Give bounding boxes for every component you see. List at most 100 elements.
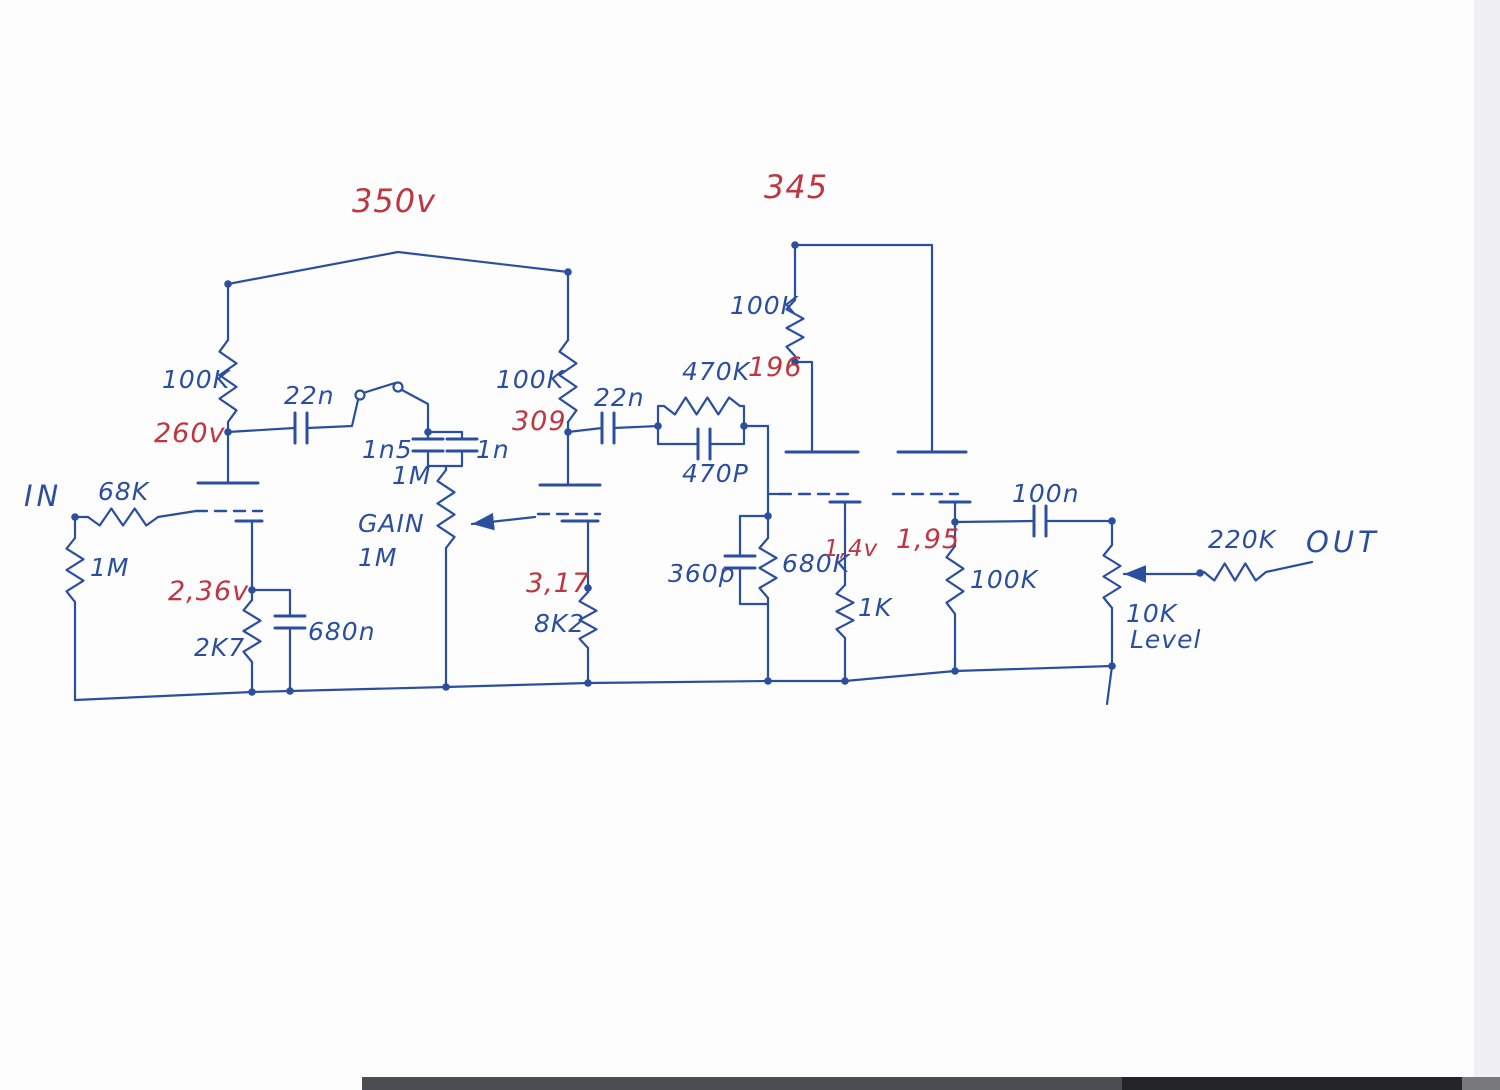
junction-dot bbox=[740, 422, 748, 430]
junction-dot bbox=[584, 679, 592, 687]
label-1m-mid: 1M bbox=[392, 461, 431, 490]
capacitor-1n-icon bbox=[445, 437, 479, 453]
resistor-100k-cathode4-icon bbox=[945, 544, 965, 616]
label-level: Level bbox=[1130, 625, 1201, 654]
label-680k: 680K bbox=[782, 549, 852, 578]
label-2k7: 2K7 bbox=[194, 633, 245, 662]
junction-dot bbox=[71, 513, 79, 521]
capacitor-22n-1-icon bbox=[293, 411, 309, 445]
label-22n-1: 22n bbox=[284, 381, 335, 410]
wire-470p-in bbox=[656, 424, 700, 446]
resistor-100k-plate2-icon bbox=[558, 338, 578, 424]
capacitor-470p-icon bbox=[696, 427, 712, 461]
label-gain: GAIN bbox=[358, 509, 425, 538]
voltage-260v: 260v bbox=[154, 418, 226, 449]
wire-470k-in bbox=[656, 404, 666, 428]
label-100k-plate2: 100K bbox=[496, 365, 566, 394]
scan-edge-strip bbox=[1474, 0, 1500, 1090]
label-100k-plate3: 100K bbox=[730, 291, 800, 320]
label-470p: 470P bbox=[682, 459, 749, 488]
label-220k: 220K bbox=[1208, 525, 1278, 554]
potentiometer-gain-icon bbox=[436, 468, 456, 550]
wiper-arrows bbox=[470, 512, 1200, 583]
junction-dot bbox=[224, 428, 232, 436]
wire-c680n-top bbox=[250, 588, 292, 618]
capacitor-22n-2-icon bbox=[600, 411, 616, 445]
junction-dot bbox=[764, 677, 772, 685]
voltage-2v36: 2,36v bbox=[168, 576, 249, 607]
junction-dot bbox=[564, 428, 572, 436]
junction-dot bbox=[442, 683, 450, 691]
wire-plate2-to-cap bbox=[566, 426, 604, 434]
junction-dot bbox=[791, 241, 799, 249]
wire-bright-b-top bbox=[426, 430, 464, 441]
junction-dot bbox=[791, 358, 799, 366]
wire-cap-to-switch bbox=[306, 398, 360, 430]
junction-dot bbox=[1108, 517, 1116, 525]
switch-arm-icon bbox=[361, 381, 397, 395]
component-labels: IN 68K 1M 100K 22n 1n5 1M 1n GAIN 1M 2K7… bbox=[24, 291, 1380, 662]
junction-dot bbox=[248, 586, 256, 594]
junction-dot bbox=[841, 677, 849, 685]
label-100k-plate1: 100K bbox=[162, 365, 232, 394]
label-100k-cathode4: 100K bbox=[970, 565, 1040, 594]
junction-dot bbox=[248, 688, 256, 696]
bright-switch bbox=[354, 381, 404, 401]
gain-wiper-arrow-icon bbox=[470, 512, 537, 531]
junction-dot bbox=[951, 518, 959, 526]
label-22n-2: 22n bbox=[594, 383, 645, 412]
resistor-100k-plate3-icon bbox=[785, 298, 805, 358]
capacitor-symbols bbox=[273, 411, 1048, 630]
voltage-1v4: 1,4v bbox=[824, 536, 878, 562]
wire-to-grid3 bbox=[742, 424, 770, 518]
wire-470p-out bbox=[708, 424, 746, 446]
wire-cap2-out bbox=[612, 424, 660, 430]
resistor-8k2-icon bbox=[578, 590, 598, 650]
junction-dot bbox=[224, 280, 232, 288]
wire-c360p-bottom bbox=[738, 566, 770, 606]
wire-470k-out bbox=[738, 404, 746, 428]
junction-dots bbox=[71, 241, 1204, 696]
label-680n: 680n bbox=[308, 617, 376, 646]
scan-bottom-bar-left bbox=[362, 1077, 1122, 1090]
label-1n: 1n bbox=[476, 435, 510, 464]
wire-grid1-feed bbox=[156, 509, 198, 519]
output-label: OUT bbox=[1306, 525, 1380, 559]
voltage-3v17: 3,17 bbox=[526, 568, 590, 599]
voltage-350v: 350v bbox=[352, 182, 436, 220]
voltage-345: 345 bbox=[764, 168, 828, 206]
resistor-symbols bbox=[65, 298, 1268, 664]
junction-dot bbox=[564, 268, 572, 276]
junction-dot bbox=[424, 428, 432, 436]
label-gain-1m: 1M bbox=[358, 543, 397, 572]
capacitor-100n-icon bbox=[1032, 504, 1048, 538]
wire-out-lead bbox=[1264, 560, 1314, 574]
capacitor-360p-icon bbox=[723, 554, 757, 570]
label-68k: 68K bbox=[98, 477, 151, 506]
resistor-1k-icon bbox=[835, 583, 855, 640]
resistor-100k-plate1-icon bbox=[218, 338, 238, 424]
junction-dot bbox=[1108, 662, 1116, 670]
resistor-470k-icon bbox=[662, 396, 742, 416]
potentiometer-level-icon bbox=[1102, 543, 1122, 610]
wire-hv-rail-350v bbox=[226, 250, 570, 342]
label-1k: 1K bbox=[858, 593, 894, 622]
junction-dot bbox=[764, 512, 772, 520]
scan-bottom-bar-right bbox=[1462, 1077, 1500, 1090]
voltage-196: 196 bbox=[748, 352, 803, 383]
junction-dot bbox=[654, 422, 662, 430]
junction-dot bbox=[584, 584, 592, 592]
label-360p: 360p bbox=[668, 559, 736, 588]
label-470k: 470K bbox=[682, 357, 752, 386]
tube-symbols bbox=[194, 450, 972, 685]
wire-switch-out bbox=[400, 388, 430, 434]
capacitor-680n-icon bbox=[273, 614, 307, 630]
wire-c100n-in bbox=[953, 519, 1036, 524]
resistor-1m-input-icon bbox=[65, 536, 85, 604]
voltage-1v95: 1,95 bbox=[896, 524, 960, 555]
label-10k: 10K bbox=[1126, 599, 1179, 628]
wire-bright-join bbox=[426, 449, 464, 468]
switch-contact-left-icon bbox=[354, 389, 366, 401]
input-label: IN bbox=[24, 479, 62, 513]
scan-bottom-bar-mid bbox=[1122, 1077, 1462, 1090]
